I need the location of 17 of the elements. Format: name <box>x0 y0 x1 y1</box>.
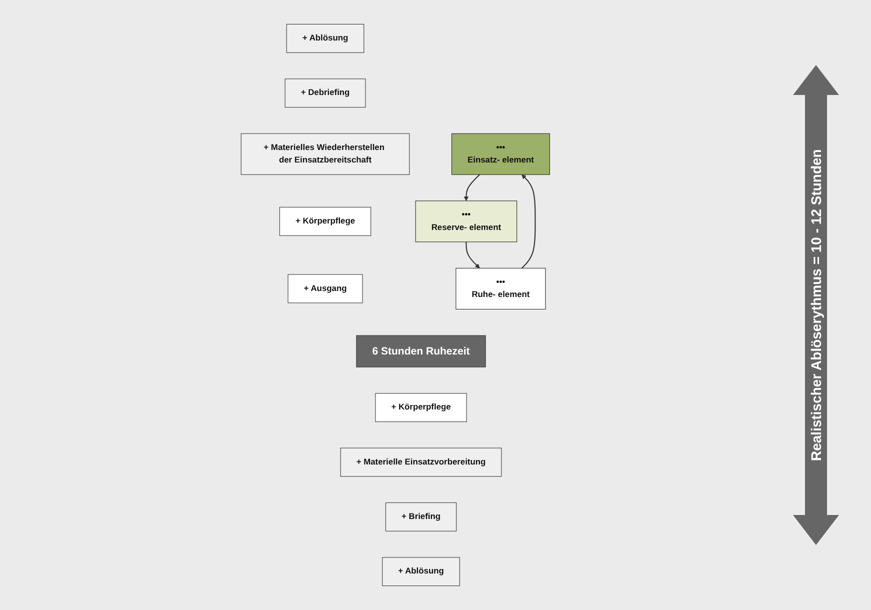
node-box: ••• Ruhe- element <box>456 268 546 310</box>
node-box: + Debriefing <box>284 78 366 108</box>
node-box: + Briefing <box>386 502 457 532</box>
node-box: + Ablösung <box>382 557 460 586</box>
node-box: + Ablösung <box>286 24 364 53</box>
arrow <box>466 242 480 268</box>
arrow <box>521 174 536 269</box>
node-box: + Ausgang <box>288 274 363 304</box>
rhythm-label: Realistischer Ablöserythmus = 10 - 12 Stunden <box>807 148 825 463</box>
node-box: ••• Einsatz- element <box>452 133 550 175</box>
node-box: ••• Reserve- element <box>415 200 518 242</box>
node-box: + Körperpflege <box>280 206 372 236</box>
arrow <box>464 174 480 202</box>
node-box: + Materielle Einsatzvorbereitung <box>340 448 502 477</box>
node-box: 6 Stunden Ruhezeit <box>356 335 486 368</box>
node-box: + Körperpflege <box>375 393 467 422</box>
node-box: + Materielles Wiederherstellen der Einsatzbereitschaft <box>240 133 410 175</box>
